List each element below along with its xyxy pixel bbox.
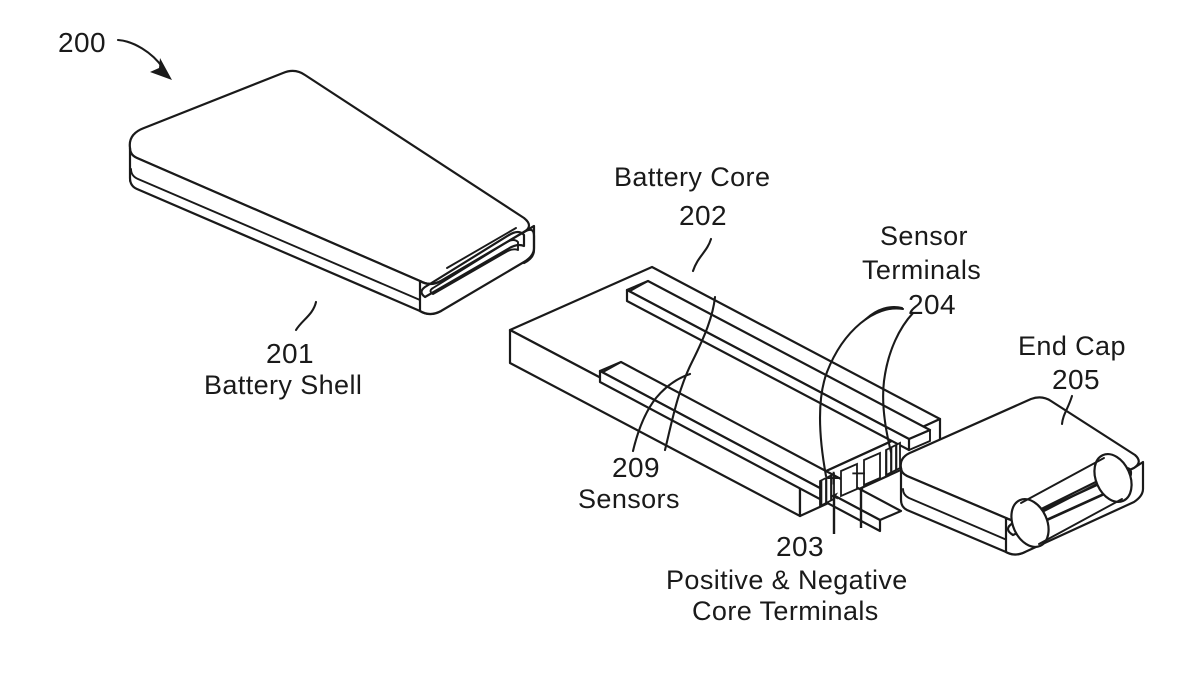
figure-reference-arrowhead xyxy=(150,58,172,80)
sensors-number-label: 209 xyxy=(612,452,660,483)
core-terminal-pad-negative xyxy=(863,451,881,487)
end-cap-bore-tangent-bottom xyxy=(1038,498,1123,545)
core-leader-line xyxy=(691,237,713,273)
sensor-ridge-2-front xyxy=(598,369,882,533)
shell-number-label: 201 xyxy=(266,338,314,369)
ridge-valley-line-a xyxy=(629,280,649,292)
end-cap-205: End Cap 205 xyxy=(899,331,1145,556)
battery-shell-201: 201 Battery Shell xyxy=(128,69,536,400)
sensors-leader-upper-ridge xyxy=(663,295,717,452)
shell-opening-inner-edge xyxy=(429,239,519,295)
figure-reference-number: 200 xyxy=(58,27,106,58)
sensors-name-label: Sensors xyxy=(578,484,680,514)
shell-interior-rear-edge xyxy=(446,227,517,269)
minus-symbol: − xyxy=(851,458,866,488)
sensor-terminals-number-label: 204 xyxy=(908,289,956,320)
sensor-terminal-leader-right xyxy=(882,311,915,454)
sensors-209-callout: 209 Sensors xyxy=(578,295,717,514)
shell-leader-line xyxy=(294,300,318,332)
figure-reference-arrow xyxy=(116,38,165,70)
end-cap-leader-line xyxy=(1060,394,1074,426)
end-cap-bore-right xyxy=(1093,453,1133,503)
core-terminals-label-line1: Positive & Negative xyxy=(666,565,908,595)
end-cap-bore-tangent-top xyxy=(1020,457,1105,504)
battery-core-202: Battery Core 202 xyxy=(508,162,942,533)
end-cap-number-label: 205 xyxy=(1052,364,1100,395)
sensor-terminals-label-line2: Terminals xyxy=(862,255,981,285)
sensor-terminals-label-line1: Sensor xyxy=(880,221,968,251)
core-terminals-number-label: 203 xyxy=(776,531,824,562)
core-number-label: 202 xyxy=(679,200,727,231)
core-terminals-label-line2: Core Terminals xyxy=(692,596,879,626)
sensor-terminals-204-callout: Sensor Terminals 204 xyxy=(819,221,981,478)
sensors-leader-lower-ridge xyxy=(631,372,692,453)
core-name-label: Battery Core xyxy=(614,162,770,192)
sensor-terminal-leader-tick xyxy=(864,305,904,321)
shell-name-label: Battery Shell xyxy=(204,370,362,400)
ridge-valley-line-b xyxy=(602,361,622,373)
sensor-ridge-1-end xyxy=(908,429,931,451)
plus-symbol: + xyxy=(826,463,841,493)
figure-reference-callout: 200 xyxy=(58,27,172,80)
end-cap-name-label: End Cap xyxy=(1018,331,1126,361)
sensor-terminal-leader-left xyxy=(819,307,905,478)
shell-right-end-outline xyxy=(522,228,536,265)
core-terminals-203-callout: + − 203 Positive & Negative Core Termina… xyxy=(666,458,908,626)
end-cap-bore-left xyxy=(1010,498,1050,548)
